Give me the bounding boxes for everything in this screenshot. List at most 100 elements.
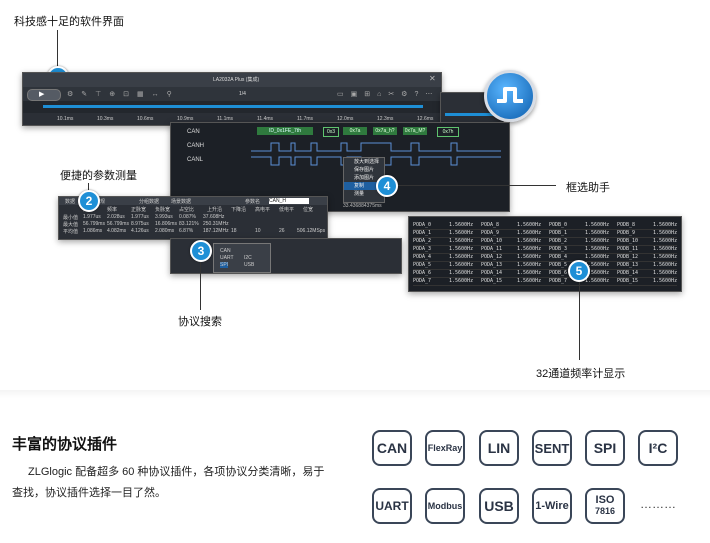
measure-channel-select[interactable]: CAN_H: [269, 198, 309, 204]
frequency-meter-panel: PODA_0 1.5600Hz PODA_8 1.5600Hz PODB_0 1.5600…: [408, 216, 682, 292]
plugins-desc-line2: 查找，协议插件选择一目了然。: [12, 487, 166, 499]
can-decode-track: ID_0x1FE_7th 0x3 0x7a 0x7a_h? 0x7a_M? 0x…: [251, 127, 501, 137]
freq-channel-name[interactable]: PODB_4: [549, 254, 568, 260]
time-tick: 11.4ms: [257, 116, 274, 122]
freq-channel-name[interactable]: PODB_13: [617, 262, 639, 268]
freq-channel-name[interactable]: PODB_7: [549, 278, 568, 284]
context-menu-item[interactable]: 测量: [354, 191, 365, 197]
time-tick: 12.3ms: [377, 116, 394, 122]
context-menu-item[interactable]: 复制: [344, 182, 384, 190]
freq-channel-name[interactable]: PODB_9: [617, 230, 636, 236]
freq-channel-name[interactable]: PODA_0: [413, 222, 432, 228]
time-tick: 10.9ms: [177, 116, 194, 122]
measure-cell: 2.028us: [107, 214, 125, 220]
freq-channel-name[interactable]: PODB_1: [549, 230, 568, 236]
measure-panel: 数据 常规 分组数据 场景数据 参数名 CAN_H 周期 频率 正脉宽 负脉宽 …: [58, 196, 328, 240]
tool-icons[interactable]: ⚙✎⊤⊕⊡▦↔⚲: [67, 91, 180, 98]
freq-channel-name[interactable]: PODB_12: [617, 254, 639, 260]
measure-cell: 10: [255, 228, 261, 234]
freq-channel-name[interactable]: PODA_2: [413, 238, 432, 244]
run-button[interactable]: [27, 89, 61, 101]
search-result-item[interactable]: I2C: [244, 255, 252, 261]
measure-tab[interactable]: 场景数据: [171, 199, 192, 205]
freq-channel-name[interactable]: PODA_8: [481, 222, 500, 228]
freq-channel-name[interactable]: PODB_3: [549, 246, 568, 252]
freq-channel-name[interactable]: PODA_14: [481, 270, 503, 276]
freq-channel-name[interactable]: PODA_7: [413, 278, 432, 284]
search-result-item[interactable]: CAN: [220, 248, 231, 254]
freq-channel-name[interactable]: PODB_6: [549, 270, 568, 276]
measure-cell: 1.977us: [131, 214, 149, 220]
channel-label[interactable]: CANH: [187, 143, 205, 149]
freq-value: 1.5600Hz: [517, 278, 542, 284]
freq-channel-name[interactable]: PODA_11: [481, 246, 503, 252]
freq-value: 1.5600Hz: [449, 222, 474, 228]
freq-channel-name[interactable]: PODB_8: [617, 222, 636, 228]
protocol-chip-iso7816: ISO 7816: [585, 488, 625, 524]
measure-header: 负脉宽: [155, 207, 171, 213]
freq-channel-name[interactable]: PODA_5: [413, 262, 432, 268]
app-title: LA2032A Plus (集成): [213, 77, 260, 83]
freq-channel-name[interactable]: PODA_6: [413, 270, 432, 276]
time-readout: 33.436884375ms: [343, 203, 382, 209]
channel-label[interactable]: CANL: [187, 157, 204, 163]
freq-grid: PODA_0 1.5600Hz PODA_8 1.5600Hz PODB_0 1.5600…: [413, 221, 677, 287]
measure-tab[interactable]: 分组数据: [139, 199, 160, 205]
measure-tab[interactable]: 常规: [95, 199, 106, 205]
freq-channel-name[interactable]: PODA_1: [413, 230, 432, 236]
search-dropdown: CAN UART I2C SPI USB: [213, 243, 271, 273]
search-result-item[interactable]: SPI: [220, 262, 229, 268]
measure-tab[interactable]: 参数名: [245, 199, 261, 205]
freq-channel-name[interactable]: PODA_13: [481, 262, 503, 268]
overview-bar[interactable]: [43, 105, 423, 108]
freq-channel-name[interactable]: PODB_15: [617, 278, 639, 284]
window-close-icon[interactable]: ✕: [429, 74, 436, 83]
freq-channel-name[interactable]: PODB_10: [617, 238, 639, 244]
callout-5-leader: [579, 282, 580, 360]
freq-channel-name[interactable]: PODA_3: [413, 246, 432, 252]
measure-cell: 56.799ms: [83, 221, 105, 227]
measure-tab[interactable]: 数据: [65, 199, 76, 205]
measure-header: 正脉宽: [131, 207, 147, 213]
time-tick: 10.1ms: [57, 116, 74, 122]
freq-channel-name[interactable]: PODA_15: [481, 278, 503, 284]
callout-3-badge: 3: [190, 240, 212, 262]
app-icon-toolbar: ▶ ⚙✎⊤⊕⊡▦↔⚲ 1/4 ▭▣⊞⌂✂⚙?⋯: [23, 87, 441, 101]
iso-chip-top: ISO: [595, 494, 615, 506]
freq-channel-name[interactable]: PODB_11: [617, 246, 639, 252]
measure-cell: 26: [279, 228, 285, 234]
channel-label[interactable]: CAN: [187, 129, 200, 135]
freq-channel-name[interactable]: PODB_14: [617, 270, 639, 276]
freq-channel-name[interactable]: PODA_12: [481, 254, 503, 260]
measure-cell: 平均值: [63, 229, 79, 235]
freq-channel-name[interactable]: PODB_2: [549, 238, 568, 244]
measure-cell: 4.082ms: [107, 228, 127, 234]
freq-value: 1.5600Hz: [653, 254, 678, 260]
decode-frame[interactable]: 0x7a: [343, 127, 367, 135]
decode-frame[interactable]: 0x3: [323, 127, 339, 137]
decode-frame[interactable]: 0x7a_M?: [403, 127, 427, 135]
decode-frame[interactable]: 0x7a_h?: [373, 127, 397, 135]
freq-channel-name[interactable]: PODA_9: [481, 230, 500, 236]
right-tool-icons[interactable]: ▭▣⊞⌂✂⚙?⋯: [337, 91, 440, 98]
divider-shadow: [0, 390, 710, 398]
freq-channel-name[interactable]: PODA_10: [481, 238, 503, 244]
freq-value: 1.5600Hz: [585, 254, 610, 260]
search-result-item[interactable]: USB: [244, 262, 255, 268]
freq-channel-name[interactable]: PODB_5: [549, 262, 568, 268]
freq-channel-name[interactable]: PODB_0: [549, 222, 568, 228]
decode-frame[interactable]: 0x7h: [437, 127, 459, 137]
inset-scrollbar[interactable]: [445, 113, 497, 116]
search-result-item[interactable]: UART: [220, 255, 234, 261]
page-indicator: 1/4: [239, 91, 246, 97]
context-menu-item[interactable]: 添加图片: [354, 175, 375, 181]
measure-header: 位宽: [303, 207, 314, 213]
measure-cell: 83.121%: [179, 221, 199, 227]
measure-cell: 3.993us: [155, 214, 173, 220]
canh-waveform: [251, 142, 501, 152]
context-menu-item[interactable]: 保存图片: [354, 167, 375, 173]
context-menu-item[interactable]: 放大到选择: [354, 159, 380, 165]
decode-frame[interactable]: ID_0x1FE_7th: [257, 127, 313, 135]
freq-channel-name[interactable]: PODA_4: [413, 254, 432, 260]
